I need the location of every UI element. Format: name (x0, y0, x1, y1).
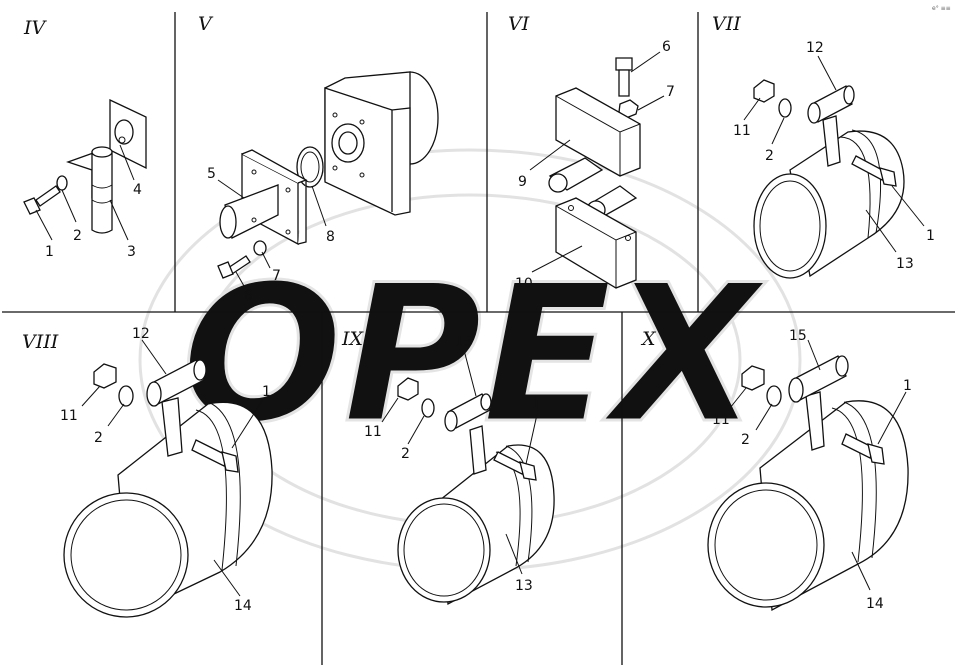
callout-x-15: 15 (789, 328, 807, 344)
callout-x-11: 11 (712, 412, 730, 428)
callout-vi-6: 6 (662, 39, 671, 55)
callout-vi-10: 10 (515, 276, 533, 292)
callout-vii-12: 12 (806, 40, 824, 56)
panel-x: X 15 11 2 1 14 (640, 328, 912, 612)
callout-iv-3: 3 (127, 244, 136, 260)
callout-viii-2: 2 (94, 430, 103, 446)
callout-x-14: 14 (866, 596, 884, 612)
panel-vi: VI 6 7 9 10 (508, 13, 675, 292)
panel-viii: VIII 12 11 2 1 14 (22, 326, 273, 618)
callout-x-1: 1 (903, 378, 912, 394)
callout-iv-2: 2 (73, 228, 82, 244)
panel-label-v: V (198, 13, 214, 35)
panel-label-viii: VIII (22, 331, 59, 353)
callout-ix-2: 2 (401, 446, 410, 462)
callout-viii-1: 1 (262, 384, 271, 400)
panel-dividers (2, 12, 955, 665)
callout-iv-1: 1 (45, 244, 54, 260)
callout-vii-11: 11 (733, 123, 751, 139)
callout-v-5: 5 (207, 166, 216, 182)
panel-label-ix: IX (341, 328, 365, 350)
callout-vi-9: 9 (518, 174, 527, 190)
panel-v: V 5 6 7 8 (198, 13, 439, 304)
panel-label-vii: VII (712, 13, 741, 35)
callout-viii-14: 14 (234, 598, 252, 614)
callout-vi-7: 7 (666, 84, 675, 100)
panel-label-iv: IV (23, 17, 48, 39)
callout-vii-1: 1 (926, 228, 935, 244)
callout-viii-11: 11 (60, 408, 78, 424)
callout-ix-11: 11 (364, 424, 382, 440)
callout-v-8: 8 (326, 229, 335, 245)
callout-viii-12: 12 (132, 326, 150, 342)
callout-vii-2: 2 (765, 148, 774, 164)
panel-vii: VII 12 11 2 1 13 (712, 13, 935, 279)
panel-label-x: X (640, 328, 657, 350)
callout-vii-13: 13 (896, 256, 914, 272)
corner-mark: e° ≡≡ (932, 5, 951, 12)
callout-v-7: 7 (272, 268, 281, 284)
callout-iv-4: 4 (133, 182, 142, 198)
callout-ix-15: 15 (455, 334, 473, 350)
callout-ix-13: 13 (515, 578, 533, 594)
callout-ix-1: 1 (532, 396, 541, 412)
panel-label-vi: VI (508, 13, 530, 35)
callout-v-6: 6 (244, 288, 253, 304)
panel-iv: IV 1 2 3 4 (23, 17, 147, 260)
panel-ix: IX 15 11 2 1 13 (341, 328, 555, 606)
callout-x-2: 2 (741, 432, 750, 448)
